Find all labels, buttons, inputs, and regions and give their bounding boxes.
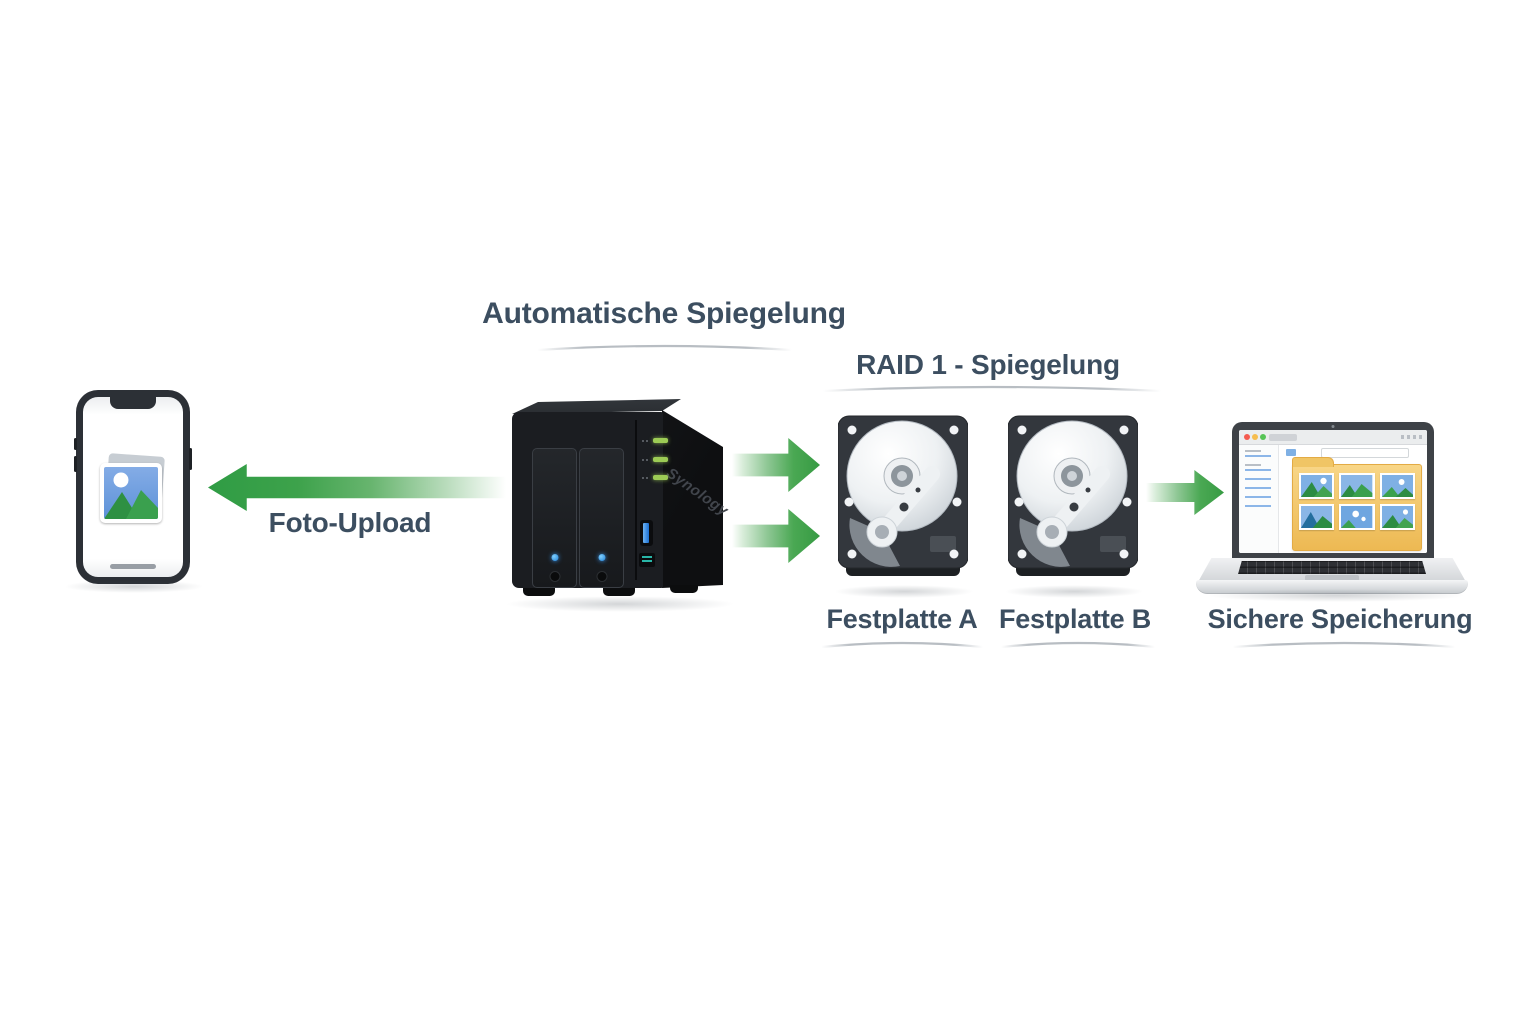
photo-upload-label: Foto-Upload	[268, 507, 432, 538]
drive-led-blue	[551, 554, 558, 561]
disk-b-swoosh	[1000, 641, 1156, 649]
phone-power-button	[189, 448, 192, 470]
phone-home-indicator	[110, 564, 156, 569]
laptop-illustration	[1196, 418, 1468, 596]
auto-mirror-title: Automatische Spiegelung	[482, 297, 846, 330]
hdd-a-illustration	[837, 414, 969, 586]
file-sidebar	[1239, 445, 1279, 553]
photo-thumbnail	[1339, 504, 1375, 530]
laptop-base	[1196, 580, 1468, 594]
browser-toolbar	[1239, 430, 1427, 445]
photo-image	[104, 467, 158, 519]
photo-thumbnail	[1339, 473, 1375, 499]
webcam-icon	[1331, 425, 1335, 428]
nas-shadow	[505, 596, 735, 612]
phone-volume-button	[74, 456, 77, 472]
nas-top-face	[512, 399, 681, 414]
drive-eject-hole	[549, 571, 560, 582]
nas-drive-bay-2	[579, 448, 624, 588]
disk-b-label: Festplatte B	[998, 604, 1152, 634]
nas-front-face	[512, 412, 668, 588]
photo-grid	[1299, 473, 1415, 530]
photo-folder	[1292, 457, 1422, 551]
file-main-pane	[1279, 445, 1427, 553]
nas-front-groove	[635, 420, 637, 580]
smartphone-illustration	[74, 390, 192, 584]
disk-a-label: Festplatte A	[826, 604, 978, 634]
laptop-screen-bezel	[1232, 422, 1434, 560]
phone-notch	[110, 397, 156, 409]
usb-port-icon	[640, 520, 653, 546]
toolbar-icons	[1401, 435, 1423, 439]
address-bar	[1269, 434, 1297, 441]
secure-storage-swoosh	[1231, 641, 1457, 649]
hdd-b-illustration	[1007, 414, 1139, 586]
folder-icon	[1286, 449, 1296, 456]
nas-foot	[523, 588, 555, 596]
keyboard-icon	[1238, 561, 1426, 574]
minimize-icon	[1252, 434, 1258, 440]
status-led-row	[642, 438, 668, 444]
nas-foot	[603, 588, 635, 596]
auto-mirror-swoosh	[535, 344, 794, 352]
upload-arrow-left-icon	[208, 464, 506, 511]
hdd-icon	[1007, 415, 1139, 576]
search-field	[1321, 448, 1409, 458]
phone-volume-button	[74, 438, 77, 450]
laptop-shadow	[1206, 589, 1466, 602]
photo-icon	[100, 453, 166, 529]
status-led-row	[642, 457, 668, 463]
trackpad-icon	[1305, 575, 1359, 581]
photo-thumbnail	[1299, 504, 1335, 530]
phone-shadow	[64, 580, 204, 593]
photo-stack-front	[100, 463, 162, 523]
maximize-icon	[1260, 434, 1266, 440]
secure-storage-label: Sichere Speicherung	[1207, 604, 1473, 634]
nas-drive-bay-1	[532, 448, 577, 588]
photo-thumbnail	[1299, 473, 1335, 499]
status-led-row	[642, 475, 668, 481]
nas-illustration: Synology	[505, 396, 735, 611]
hdd-icon	[837, 415, 969, 576]
photo-thumbnail	[1379, 473, 1415, 499]
laptop-keyboard-deck	[1198, 558, 1466, 582]
hdd-b-shadow	[1004, 585, 1144, 598]
hdd-a-shadow	[834, 585, 974, 598]
drive-led-blue	[598, 554, 605, 561]
photo-thumbnail	[1379, 504, 1415, 530]
close-icon	[1244, 434, 1250, 440]
raid-swoosh	[821, 385, 1163, 393]
laptop-display	[1239, 430, 1427, 553]
raid-title: RAID 1 - Spiegelung	[856, 349, 1120, 380]
nas-foot	[670, 585, 698, 593]
mirror-arrow-right-icon	[732, 509, 820, 563]
mirror-arrow-right-icon	[732, 438, 820, 492]
disk-a-swoosh	[820, 641, 984, 649]
phone-screen	[83, 397, 183, 577]
usb3-port-icon	[639, 553, 655, 567]
drive-eject-hole	[596, 571, 607, 582]
